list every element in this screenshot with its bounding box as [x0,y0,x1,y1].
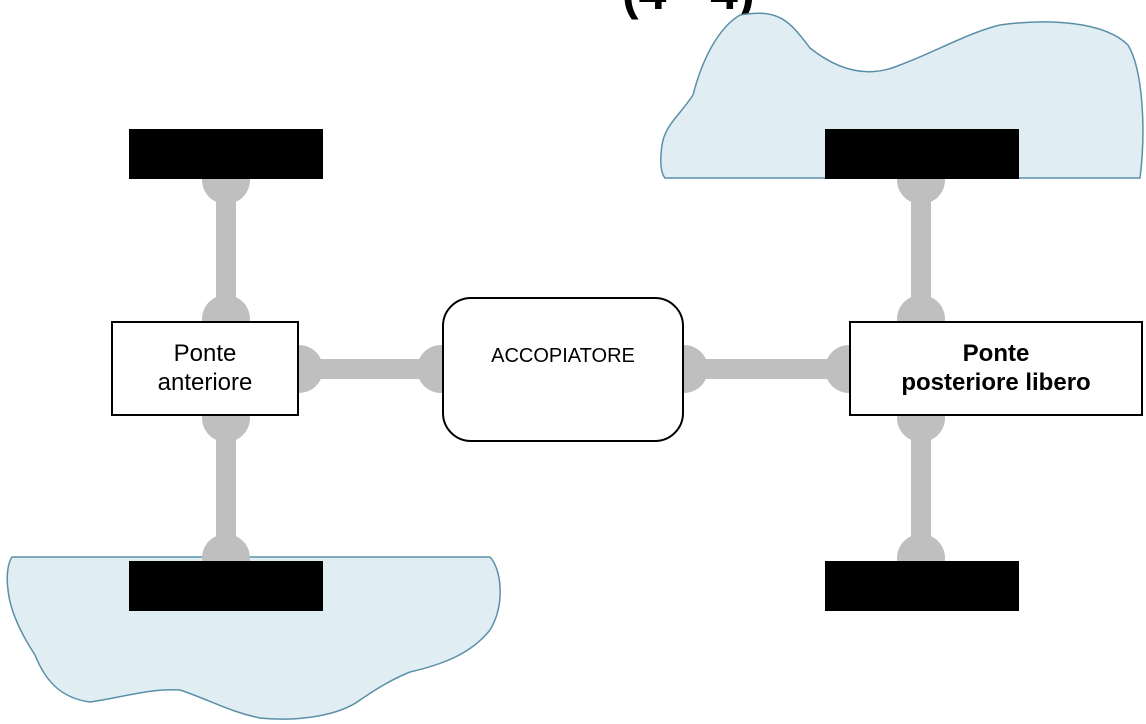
front-axle-box [111,321,299,416]
coupler-box [442,297,684,442]
wheel-rear-right [825,561,1019,611]
rear-axle-box [849,321,1143,416]
coupler-label: ACCOPIATORE [491,345,635,367]
title-fragment: (4 ‧ 4) [622,0,755,17]
front-axle-label: Ponte anteriore [157,339,253,396]
wheel-rear-left [825,129,1019,179]
wheel-front-right [129,561,323,611]
wheel-front-left [129,129,323,179]
ground-patch-rear-top [660,12,1144,179]
rear-axle-label: Ponte posteriore libero [901,339,1091,396]
wheels [129,129,1019,611]
